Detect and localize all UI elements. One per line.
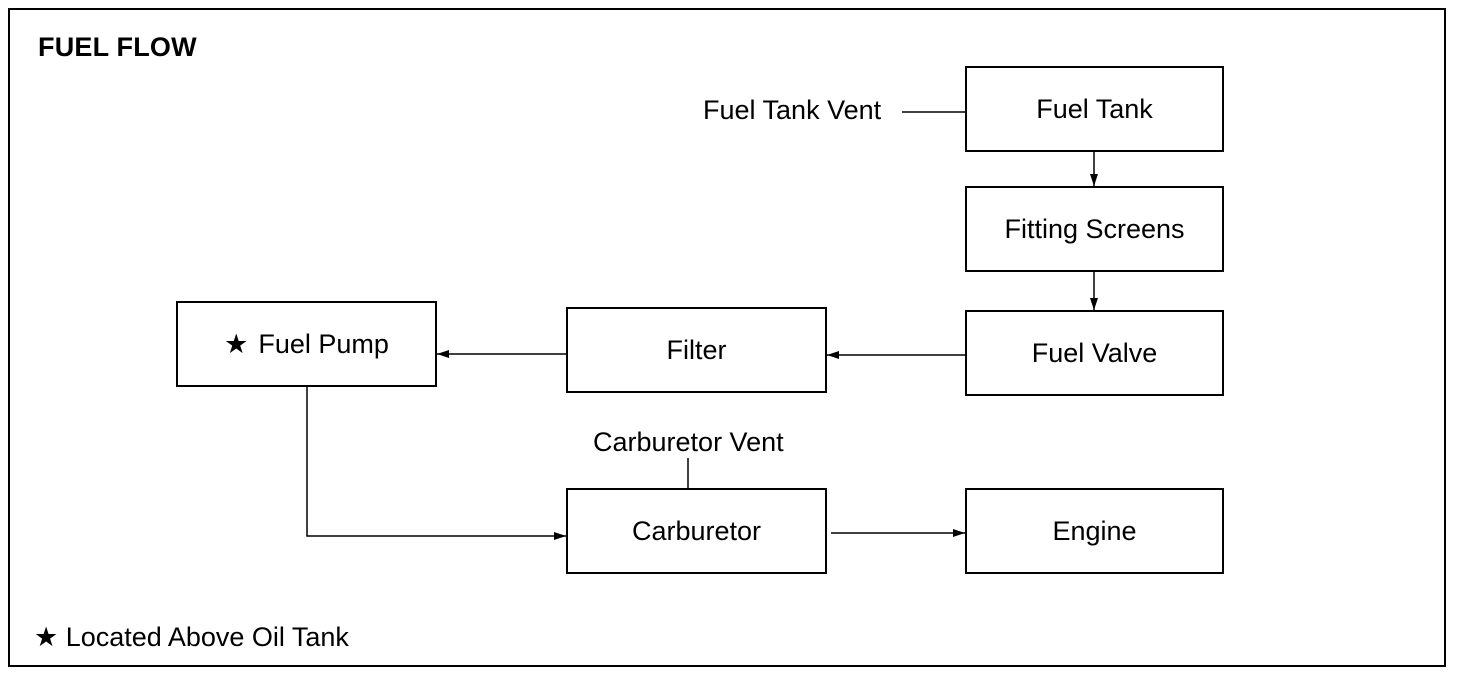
engine-label: Engine xyxy=(1052,515,1137,546)
engine-node: Engine xyxy=(965,488,1224,574)
fuel-pump-node: ★ Fuel Pump xyxy=(176,301,437,387)
fuel-tank-vent-label: Fuel Tank Vent xyxy=(703,95,882,125)
footnote-text: Located Above Oil Tank xyxy=(65,622,349,652)
fuel-valve-label: Fuel Valve xyxy=(1031,337,1158,368)
filter-label: Filter xyxy=(666,334,727,365)
carburetor-label: Carburetor xyxy=(631,515,762,546)
star-icon: ★ xyxy=(224,328,249,359)
fitting-screens-label: Fitting Screens xyxy=(1004,213,1185,244)
star-icon: ★ xyxy=(34,622,59,652)
carburetor-node: Carburetor xyxy=(566,488,827,574)
fuel-valve-node: Fuel Valve xyxy=(965,310,1224,396)
fuel-tank-label: Fuel Tank xyxy=(1036,93,1153,124)
diagram-title: FUEL FLOW xyxy=(38,32,197,62)
fuel-pump-label: Fuel Pump xyxy=(258,328,389,359)
fuel-tank-node: Fuel Tank xyxy=(965,66,1224,152)
fitting-screens-node: Fitting Screens xyxy=(965,186,1224,272)
carburetor-vent-label: Carburetor Vent xyxy=(593,427,784,457)
filter-node: Filter xyxy=(566,307,827,393)
footnote: ★ Located Above Oil Tank xyxy=(34,622,349,653)
diagram-frame xyxy=(8,8,1446,667)
arrow-fuel-pump-to-carburetor xyxy=(306,387,566,540)
